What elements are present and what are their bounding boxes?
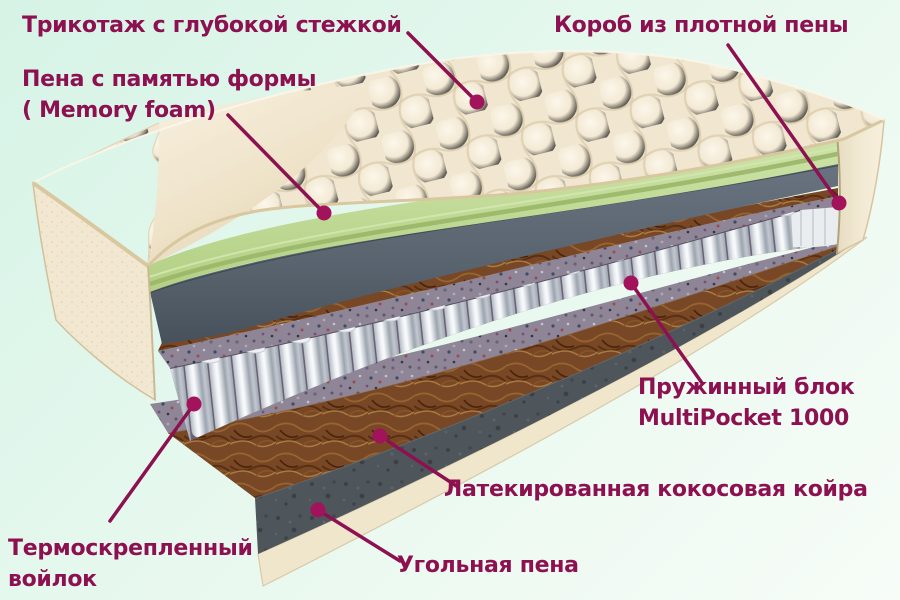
- leader-dot-felt: [186, 396, 202, 412]
- leader-dot-knit-cover: [469, 94, 485, 110]
- label-felt: Термоскрепленный войлок: [8, 536, 253, 592]
- felt-layer-bottom: [150, 241, 841, 433]
- label-spring-block: Пружинный блок MultiPocket 1000: [638, 375, 855, 431]
- leader-line-coconut-coir: [378, 434, 460, 489]
- layer-quilted-cover: [32, 50, 886, 269]
- leader-dot-coconut-coir: [372, 428, 388, 444]
- leader-dot-charcoal-foam: [310, 502, 326, 518]
- coir-layer-top: [158, 188, 838, 351]
- leader-line-foam-box: [726, 43, 841, 205]
- side-panel-left: [31, 181, 156, 402]
- leader-line-memory-foam: [226, 113, 326, 215]
- leader-dot-spring-block: [623, 275, 639, 291]
- leader-dot-foam-box: [831, 195, 847, 211]
- leader-line-knit-cover: [406, 31, 479, 104]
- leader-line-felt: [108, 402, 196, 523]
- leader-line-spring-block: [629, 281, 704, 385]
- leader-dot-memory-foam: [316, 205, 332, 221]
- label-knit-cover: Трикотаж с глубокой стежкой: [22, 13, 402, 38]
- leader-line-charcoal-foam: [316, 508, 402, 563]
- label-foam-box: Короб из плотной пены: [554, 13, 849, 38]
- felt-layer-top: [158, 196, 838, 368]
- label-charcoal-foam: Угольная пена: [397, 553, 579, 578]
- label-memory-foam: Пена с памятью формы ( Memory foam): [22, 67, 317, 123]
- label-coconut-coir: Латекированная кокосовая койра: [444, 477, 868, 502]
